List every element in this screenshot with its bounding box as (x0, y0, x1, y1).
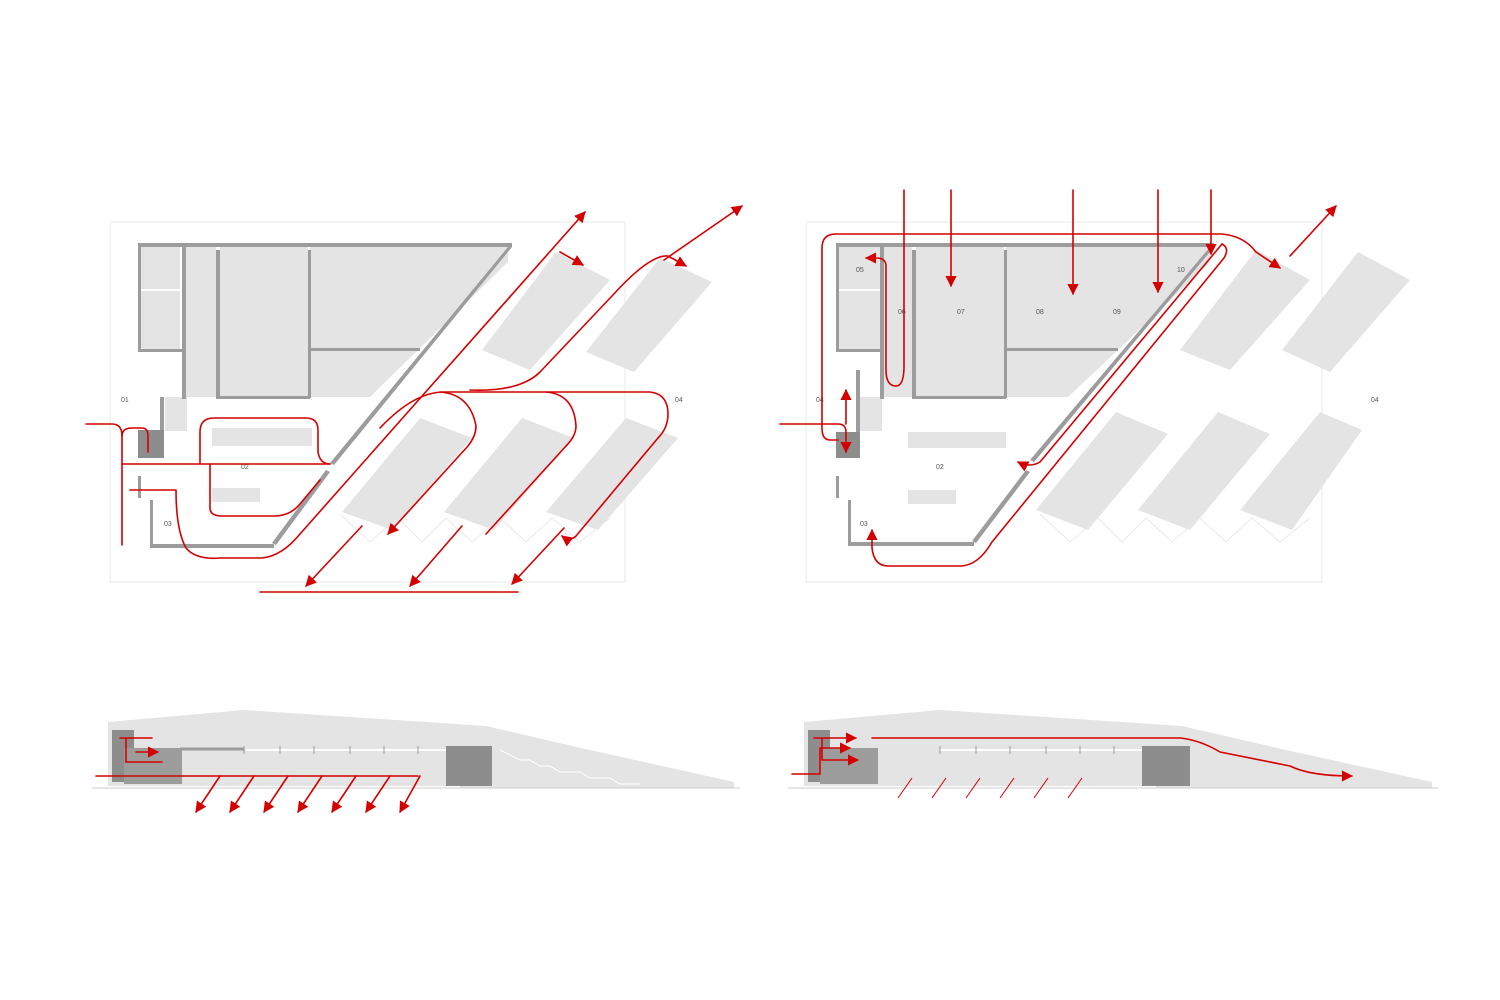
room-labels-right: 05 06 07 08 09 10 02 03 04 04 (816, 267, 1379, 528)
roof-slope-right (804, 710, 1432, 788)
label-09: 09 (1113, 309, 1121, 316)
zigzag-edge-right (1039, 513, 1311, 543)
section-ticks-right (939, 746, 1115, 754)
label-05: 05 (856, 267, 864, 274)
label-03: 03 (164, 521, 172, 528)
label-02-right: 02 (936, 464, 944, 471)
routes-right (779, 189, 1337, 567)
rooms-left (140, 247, 712, 530)
routes-section-right (791, 732, 1354, 799)
site-outline-right (805, 221, 1323, 583)
label-04-right-entry: 04 (816, 397, 824, 404)
label-10: 10 (1177, 267, 1185, 274)
plan-left: 01 02 03 04 (85, 205, 743, 593)
section-right (788, 710, 1438, 799)
walls-right (836, 243, 1214, 546)
label-01: 01 (121, 397, 129, 404)
plan-right: 05 06 07 08 09 10 02 03 04 04 (779, 189, 1410, 583)
label-07: 07 (957, 309, 965, 316)
label-02: 02 (241, 464, 249, 471)
routes-left (85, 205, 743, 593)
label-08: 08 (1036, 309, 1044, 316)
label-04: 04 (675, 397, 683, 404)
walls-left (138, 243, 512, 548)
section-left (92, 710, 740, 813)
room-labels-left: 01 02 03 04 (121, 397, 683, 528)
label-06: 06 (898, 309, 906, 316)
routes-section-left (95, 737, 421, 813)
rooms-right (838, 247, 1410, 530)
roof-slope-left (108, 710, 734, 788)
site-outline-left (109, 221, 626, 583)
label-03-right: 03 (860, 521, 868, 528)
label-04-right: 04 (1371, 397, 1379, 404)
section-ticks-left (243, 746, 419, 754)
